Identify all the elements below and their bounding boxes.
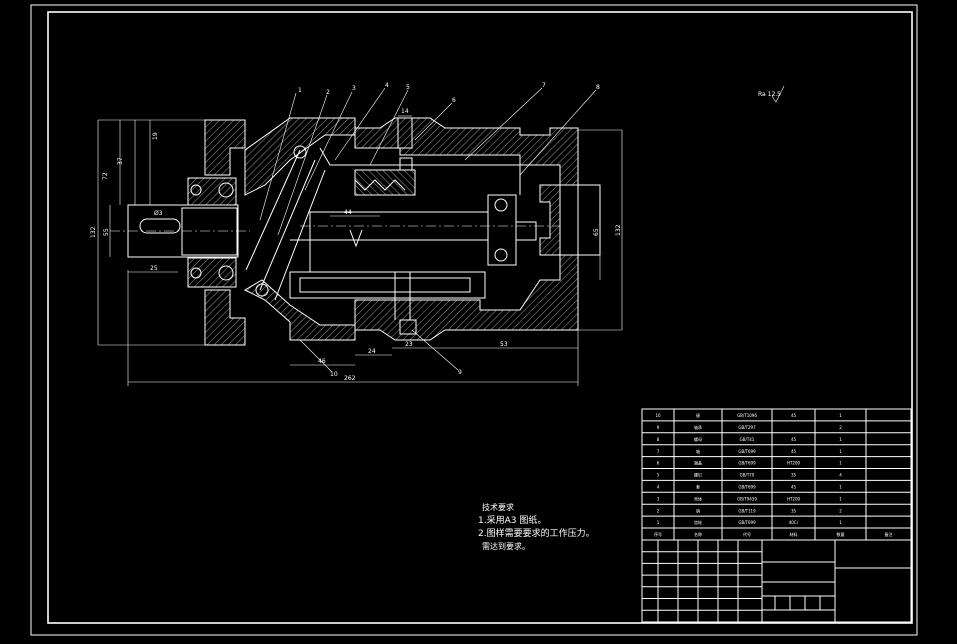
bom-cell: GB/T297 (738, 425, 756, 430)
dim-262: 262 (344, 375, 356, 382)
lower-piston (289, 271, 486, 299)
bom-cell: 35 (791, 473, 797, 478)
bom-cell: 5 (657, 473, 660, 478)
dim-phi3: Ø3 (154, 210, 163, 217)
bom-cell: 35 (791, 508, 797, 513)
dim-24: 24 (368, 348, 376, 355)
bom-cell: GB/T1096 (737, 413, 757, 418)
bom-header-cell: 序号 (654, 531, 662, 537)
bom-cell: 10 (655, 413, 661, 418)
bom-cell: 45 (791, 449, 797, 454)
bom-cell: GB/T699 (738, 520, 756, 525)
dimensions: 14 44 Ø3 25 19 37 72 132 55 65 132 24 23 (90, 108, 623, 386)
bom-cell: 40Cr (789, 520, 799, 525)
bom-cell: 2 (839, 508, 842, 513)
balloon-2: 2 (326, 89, 330, 96)
dim-132-right: 132 (615, 224, 622, 236)
balloon-6: 6 (452, 97, 456, 104)
bom-cell: GB/T41 (740, 437, 755, 442)
bom-header-cell: 备注 (885, 531, 893, 537)
technical-requirements: 技术要求 1.采用A3 图纸。 2.图样需要要求的工作压力。 需达到要求。 (478, 502, 595, 551)
dim-65: 65 (593, 228, 600, 236)
bom-cell: HT200 (787, 461, 801, 466)
bom-cell: 齿轮 (694, 519, 702, 525)
bom-cell: 45 (791, 413, 797, 418)
keyway (139, 218, 181, 234)
bom-cell: 端盖 (694, 460, 702, 466)
bom-cell: 45 (791, 484, 797, 489)
requirements-title: 技术要求 (482, 502, 514, 512)
title-block (641, 539, 912, 623)
dim-46: 46 (318, 358, 326, 365)
inner-frame (47, 11, 913, 624)
bom-cell: 轴承 (694, 424, 702, 430)
bom-cell: GB/T9439 (737, 496, 757, 501)
dim-23: 23 (405, 341, 413, 348)
bom-cell: 螺钉 (694, 472, 702, 478)
balloon-4: 4 (385, 82, 389, 89)
bom-header-cell: 材料 (790, 531, 798, 537)
bom-cell: 4 (839, 473, 842, 478)
bom-cell: GB/T119 (738, 508, 756, 513)
outer-frame (30, 4, 918, 636)
bom-cell: 4 (657, 484, 660, 489)
bom-cell: 3 (657, 496, 660, 501)
balloon-5: 5 (406, 84, 410, 91)
dim-53: 53 (500, 341, 508, 348)
balloon-8: 8 (596, 84, 600, 91)
section-view (110, 117, 601, 346)
requirements-line-2: 2.图样需要要求的工作压力。 (478, 527, 595, 539)
bom-cell: 1 (839, 449, 842, 454)
bom-cell: 6 (657, 461, 660, 466)
balloon-3: 3 (352, 85, 356, 92)
roughness-label: Ra 12.5 (758, 91, 781, 98)
bom-cell: 1 (839, 520, 842, 525)
bom-cell: 9 (657, 425, 660, 430)
bom-header-cell: 代号 (743, 531, 751, 537)
dim-72: 72 (102, 172, 109, 180)
bom-cell: GB/T699 (738, 461, 756, 466)
bom-cell: 轴 (696, 448, 700, 454)
bom-cell: 销 (696, 507, 700, 513)
roughness-symbol: Ra 12.5 (758, 85, 785, 103)
bom-cell: 2 (657, 508, 660, 513)
balloon-10: 10 (330, 371, 338, 378)
bom-cell: 套 (696, 483, 700, 489)
bom-cell: 1 (839, 413, 842, 418)
balloon-7: 7 (542, 82, 546, 89)
bom-cell: 2 (839, 425, 842, 430)
bom-cell: 1 (839, 484, 842, 489)
bom-cell: 1 (657, 520, 660, 525)
dim-19: 19 (152, 132, 159, 140)
dim-37: 37 (117, 157, 124, 165)
bom-header-cell: 数量 (837, 531, 845, 537)
balloon-1: 1 (298, 87, 302, 94)
bom-cell: HT200 (787, 496, 801, 501)
requirements-line-1: 1.采用A3 图纸。 (478, 514, 546, 526)
bom-cell: GB/T699 (738, 449, 756, 454)
bom-cell: 1 (839, 437, 842, 442)
bom-cell: 1 (839, 461, 842, 466)
dim-132: 132 (90, 226, 97, 238)
bom-header-cell: 名称 (694, 531, 702, 537)
balloon-leaders: 1 2 3 4 5 6 7 8 9 10 (259, 82, 600, 378)
bom-cell: 8 (657, 437, 660, 442)
dim-55: 55 (103, 228, 110, 236)
bom-cell: 壳体 (694, 495, 702, 501)
bom-cell: 1 (839, 496, 842, 501)
dim-25: 25 (150, 265, 158, 272)
balloon-9: 9 (458, 369, 462, 376)
bom-cell: 键 (696, 412, 700, 418)
bom-cell: 7 (657, 449, 660, 454)
bom-cell: 45 (791, 437, 797, 442)
dim-14: 14 (401, 108, 409, 115)
bom-cell: GB/T699 (738, 484, 756, 489)
dim-44: 44 (344, 209, 352, 216)
bom-cell: 螺母 (694, 436, 702, 442)
requirements-line-3: 需达到要求。 (482, 541, 530, 551)
bom-cell: GB/T70 (740, 473, 755, 478)
